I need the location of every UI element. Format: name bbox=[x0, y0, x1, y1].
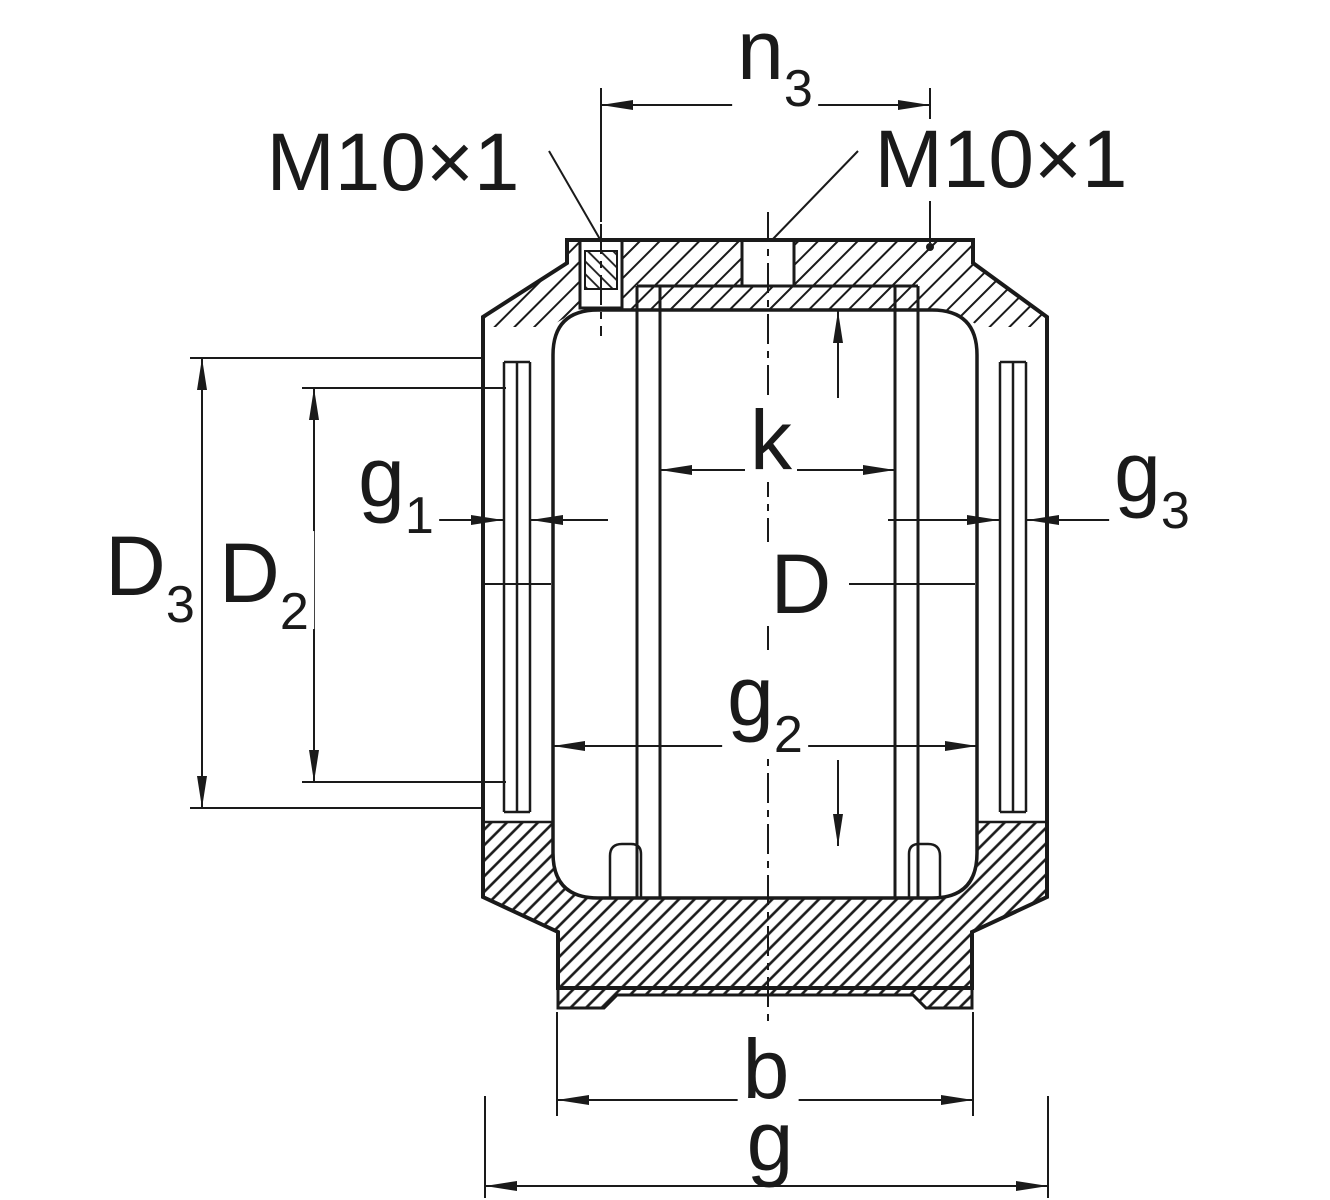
top-cap-hatch bbox=[483, 240, 1047, 327]
housing-outline bbox=[481, 238, 1049, 1010]
label-d3: D3 bbox=[100, 524, 200, 631]
label-g: g bbox=[741, 1099, 799, 1183]
hole-position-dot bbox=[926, 243, 934, 251]
dim-d3 bbox=[190, 357, 483, 809]
label-m10-right: M10×1 bbox=[869, 119, 1133, 201]
base-hatch bbox=[483, 822, 1047, 1008]
label-g1: g1 bbox=[353, 435, 439, 542]
dim-d2 bbox=[302, 387, 506, 783]
centerlines bbox=[600, 212, 769, 1058]
bearing-bore bbox=[551, 308, 979, 900]
shaft-sleeve bbox=[608, 284, 942, 897]
label-k: k bbox=[745, 398, 797, 482]
side-plates bbox=[502, 360, 1028, 814]
leader-m10-right bbox=[771, 150, 859, 241]
label-n3: n3 bbox=[732, 8, 818, 115]
leader-m10-left bbox=[548, 150, 602, 242]
label-m10-left: M10×1 bbox=[261, 122, 525, 204]
dim-g bbox=[484, 1096, 1049, 1198]
label-d2: D2 bbox=[214, 531, 314, 638]
label-d: D bbox=[765, 542, 837, 626]
label-g3: g3 bbox=[1109, 430, 1195, 537]
label-g2: g2 bbox=[722, 654, 808, 761]
